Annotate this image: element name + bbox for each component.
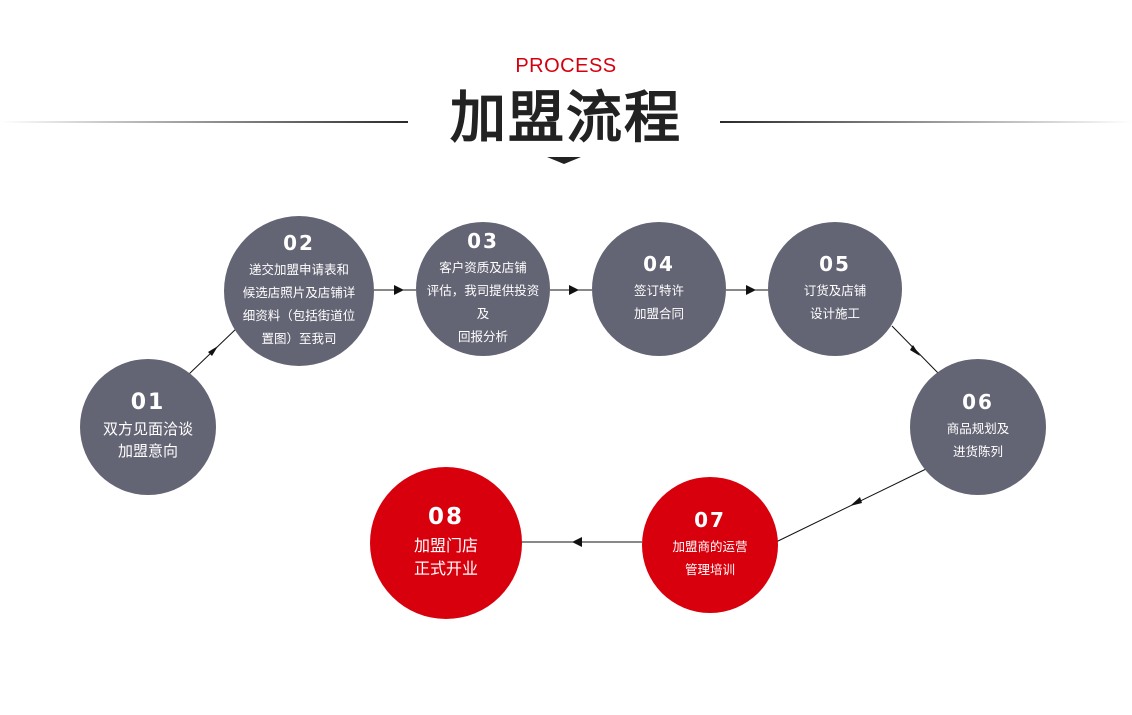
arrowhead-01-02-icon	[208, 346, 218, 356]
step-number: 01	[130, 390, 166, 415]
step-06: 06 商品规划及进货陈列	[910, 359, 1046, 495]
step-description: 加盟门店正式开业	[413, 536, 478, 578]
step-number: 04	[643, 252, 675, 276]
arrowhead-02-03-icon	[394, 285, 404, 295]
arrowhead-05-06-icon	[910, 345, 920, 356]
step-description: 客户资质及店铺评估，我司提供投资及回报分析	[426, 260, 540, 344]
arrowhead-04-05-icon	[746, 285, 756, 295]
step-number: 07	[694, 508, 726, 532]
page-title: 加盟流程	[450, 86, 682, 151]
step-number: 08	[427, 504, 464, 530]
step-description: 商品规划及进货陈列	[946, 421, 1010, 459]
step-04: 04 签订特许加盟合同	[592, 222, 726, 356]
title-divider-right	[720, 121, 1132, 123]
step-number: 05	[819, 252, 851, 276]
step-number: 06	[962, 390, 994, 414]
step-07: 07 加盟商的运营管理培训	[642, 477, 778, 613]
title-caret-icon	[547, 157, 581, 164]
step-number: 02	[283, 231, 315, 255]
step-description: 订货及店铺设计施工	[803, 283, 867, 321]
title-divider-left	[0, 121, 408, 123]
step-03: 03 客户资质及店铺评估，我司提供投资及回报分析	[416, 222, 550, 356]
step-08: 08 加盟门店正式开业	[370, 467, 522, 619]
arrowhead-03-04-icon	[569, 285, 579, 295]
step-number: 03	[467, 229, 499, 253]
step-description: 递交加盟申请表和候选店照片及店铺详细资料（包括街道位置图）至我司	[242, 262, 356, 346]
arrowhead-07-08-icon	[572, 537, 582, 547]
step-description: 双方见面洽谈加盟意向	[102, 420, 193, 460]
step-02: 02 递交加盟申请表和候选店照片及店铺详细资料（包括街道位置图）至我司	[224, 216, 374, 366]
step-05: 05 订货及店铺设计施工	[768, 222, 902, 356]
arrowhead-06-07-icon	[850, 497, 862, 506]
process-eyebrow: PROCESS	[515, 55, 617, 77]
step-description: 加盟商的运营管理培训	[672, 539, 748, 577]
step-01: 01 双方见面洽谈加盟意向	[80, 359, 216, 495]
step-description: 签订特许加盟合同	[633, 283, 684, 321]
